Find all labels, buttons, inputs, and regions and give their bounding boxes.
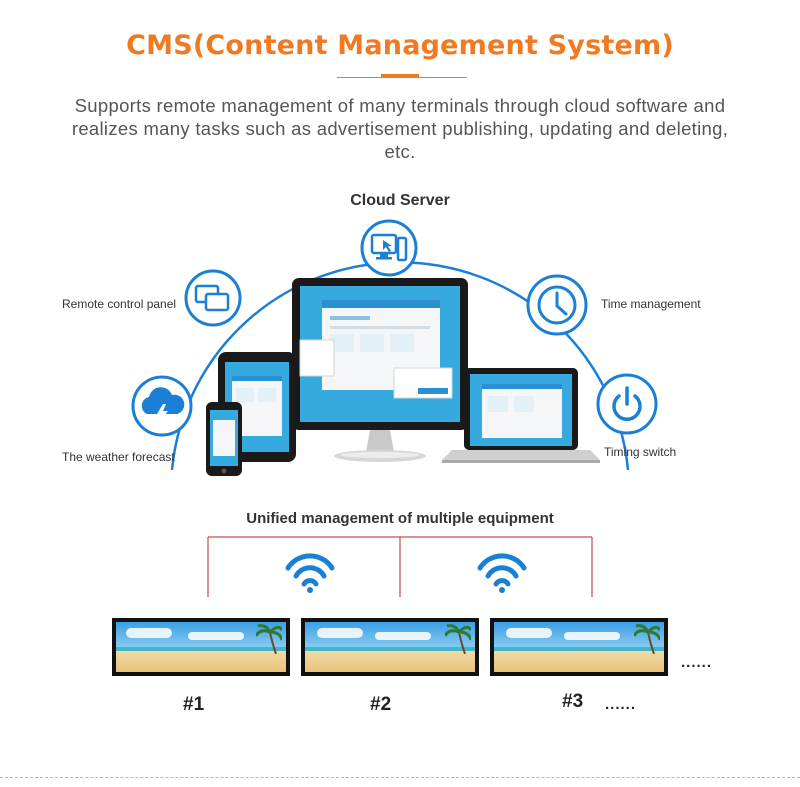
more-equipment-ellipsis: ...... [681,654,713,671]
page-title: CMS(Content Management System) [126,30,674,61]
cloud-server-node [360,219,418,277]
computer-icon [370,233,408,262]
power-icon [612,386,642,421]
equipment-connectors [207,536,593,597]
clock-icon [537,285,577,325]
more-labels-ellipsis: ...... [605,696,637,713]
display-screen [301,618,479,676]
remote-control-node [184,269,242,327]
desktop-monitor [292,278,468,462]
display-screen [490,618,668,676]
weather-forecast-label: The weather forecast [62,450,175,464]
equipment-label-2: #2 [370,694,392,715]
time-management-label: Time management [601,297,701,311]
windows-icon [194,284,230,312]
weather-cloud-icon [141,387,185,424]
wifi-icon [285,553,335,593]
equipment-title: Unified management of multiple equipment [246,510,554,527]
wifi-icon [477,553,527,593]
footer-divider [0,777,800,778]
remote-control-label: Remote control panel [62,297,177,311]
tablet-device [218,352,296,462]
timing-switch-label: Timing switch [604,445,677,459]
equipment-label-3: #3 [562,691,584,712]
phone-device [206,402,242,476]
equipment-label-1: #1 [183,694,205,715]
cloud-server-title: Cloud Server [350,192,450,209]
title-underline-accent [381,74,419,78]
page-subtitle: Supports remote management of many termi… [71,95,729,162]
timing-switch-node [596,373,658,435]
laptop-device [442,368,600,463]
time-management-node [526,274,588,336]
display-screen [112,618,290,676]
weather-node [131,375,193,437]
